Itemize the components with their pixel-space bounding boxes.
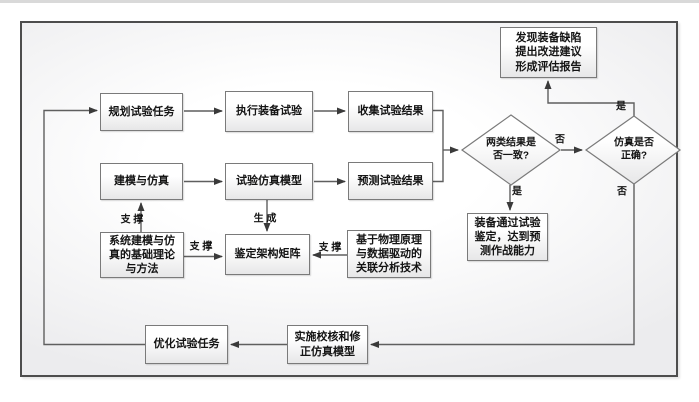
node-revise-simulation-model: 实施校核和修 正仿真模型 <box>287 325 368 364</box>
node-modeling-simulation: 建模与仿真 <box>100 163 183 200</box>
node-collect-test-results: 收集试验结果 <box>348 91 433 132</box>
window-edge-strip <box>0 0 699 3</box>
decision-simulation-correct <box>584 115 682 185</box>
edge-label-support-theory: 支 撑 <box>189 241 213 253</box>
edge-label-generate: 生 成 <box>253 213 277 225</box>
edge-label-support-vertical: 支 撑 <box>120 214 144 226</box>
node-test-simulation-model: 试验仿真模型 <box>225 163 313 200</box>
node-predict-test-results: 预测试验结果 <box>348 162 433 200</box>
edge-optimize-to-plan <box>43 107 145 346</box>
decision-results-consistent <box>460 114 562 186</box>
node-qualification-matrix: 鉴定架构矩阵 <box>225 234 310 275</box>
decision-simulation-correct-label: 仿真是否 正确? <box>614 137 654 162</box>
edge-label-yes-decision1: 是 <box>512 186 522 198</box>
edge-label-support-physics: 支 撑 <box>318 242 342 254</box>
node-physics-data-analysis: 基于物理原理 与数据驱动的 关联分析技术 <box>347 230 431 278</box>
node-optimize-test-task: 优化试验任务 <box>145 325 228 364</box>
edge-label-no-decision1: 否 <box>555 134 565 146</box>
node-modeling-theory-methods: 系统建模与仿 真的基础理论 与方法 <box>100 232 184 278</box>
node-plan-test-task: 规划试验任务 <box>100 93 183 131</box>
edge-label-yes-decision2: 是 <box>616 101 626 113</box>
edge-label-no-decision2: 否 <box>617 186 627 198</box>
edge-decision2-no <box>370 183 635 348</box>
edge-decision2-yes <box>544 80 635 117</box>
decision-results-consistent-label: 两类结果是 否一致? <box>486 137 536 162</box>
node-equipment-qualified: 装备通过试验 鉴定，达到预 测作战能力 <box>467 213 548 261</box>
node-defect-report: 发现装备缺陷 提出改进建议 形成评估报告 <box>500 27 597 78</box>
edge-merge-results <box>433 109 444 183</box>
node-execute-equipment-test: 执行装备试验 <box>225 91 313 132</box>
